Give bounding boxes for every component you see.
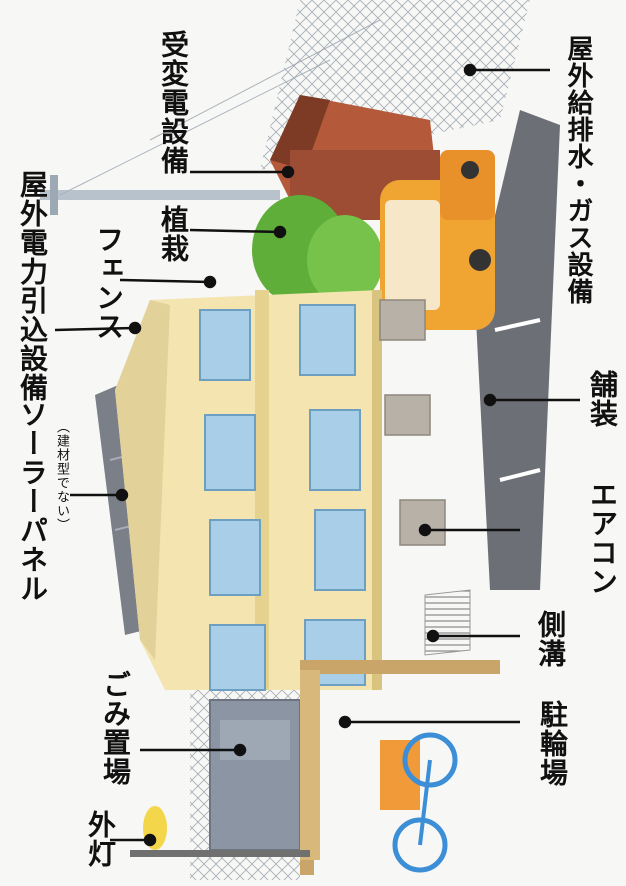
gutter-grate xyxy=(424,589,471,656)
label-outdoor-water-gas: 屋外給排水・ガス設備 xyxy=(563,35,593,305)
leader-lines xyxy=(54,63,580,847)
ac-units xyxy=(379,299,446,546)
label-solar-panel: ソーラーパネル xyxy=(16,400,49,603)
label-fence: フェンス xyxy=(92,225,125,341)
label-bicycle-parking: 駐輪場 xyxy=(536,700,569,787)
bicycle-shed xyxy=(300,660,500,875)
label-outdoor-light: 外灯 xyxy=(84,810,117,868)
car xyxy=(380,150,495,330)
label-planting: 植栽 xyxy=(157,205,190,263)
label-outdoor-power-line: 屋外電力引込設備 xyxy=(16,170,49,402)
label-garbage-area: ごみ置場 xyxy=(99,670,132,786)
apartment-building xyxy=(115,290,382,691)
label-solar-note: （建材型でない） xyxy=(54,420,69,532)
label-air-conditioner: エアコン xyxy=(586,480,619,596)
label-substation: 受変電設備 xyxy=(157,30,190,175)
label-paving: 舗装 xyxy=(586,370,619,428)
garbage-bin xyxy=(209,699,301,851)
label-gutter: 側溝 xyxy=(534,610,567,668)
planting-trees xyxy=(252,195,383,305)
